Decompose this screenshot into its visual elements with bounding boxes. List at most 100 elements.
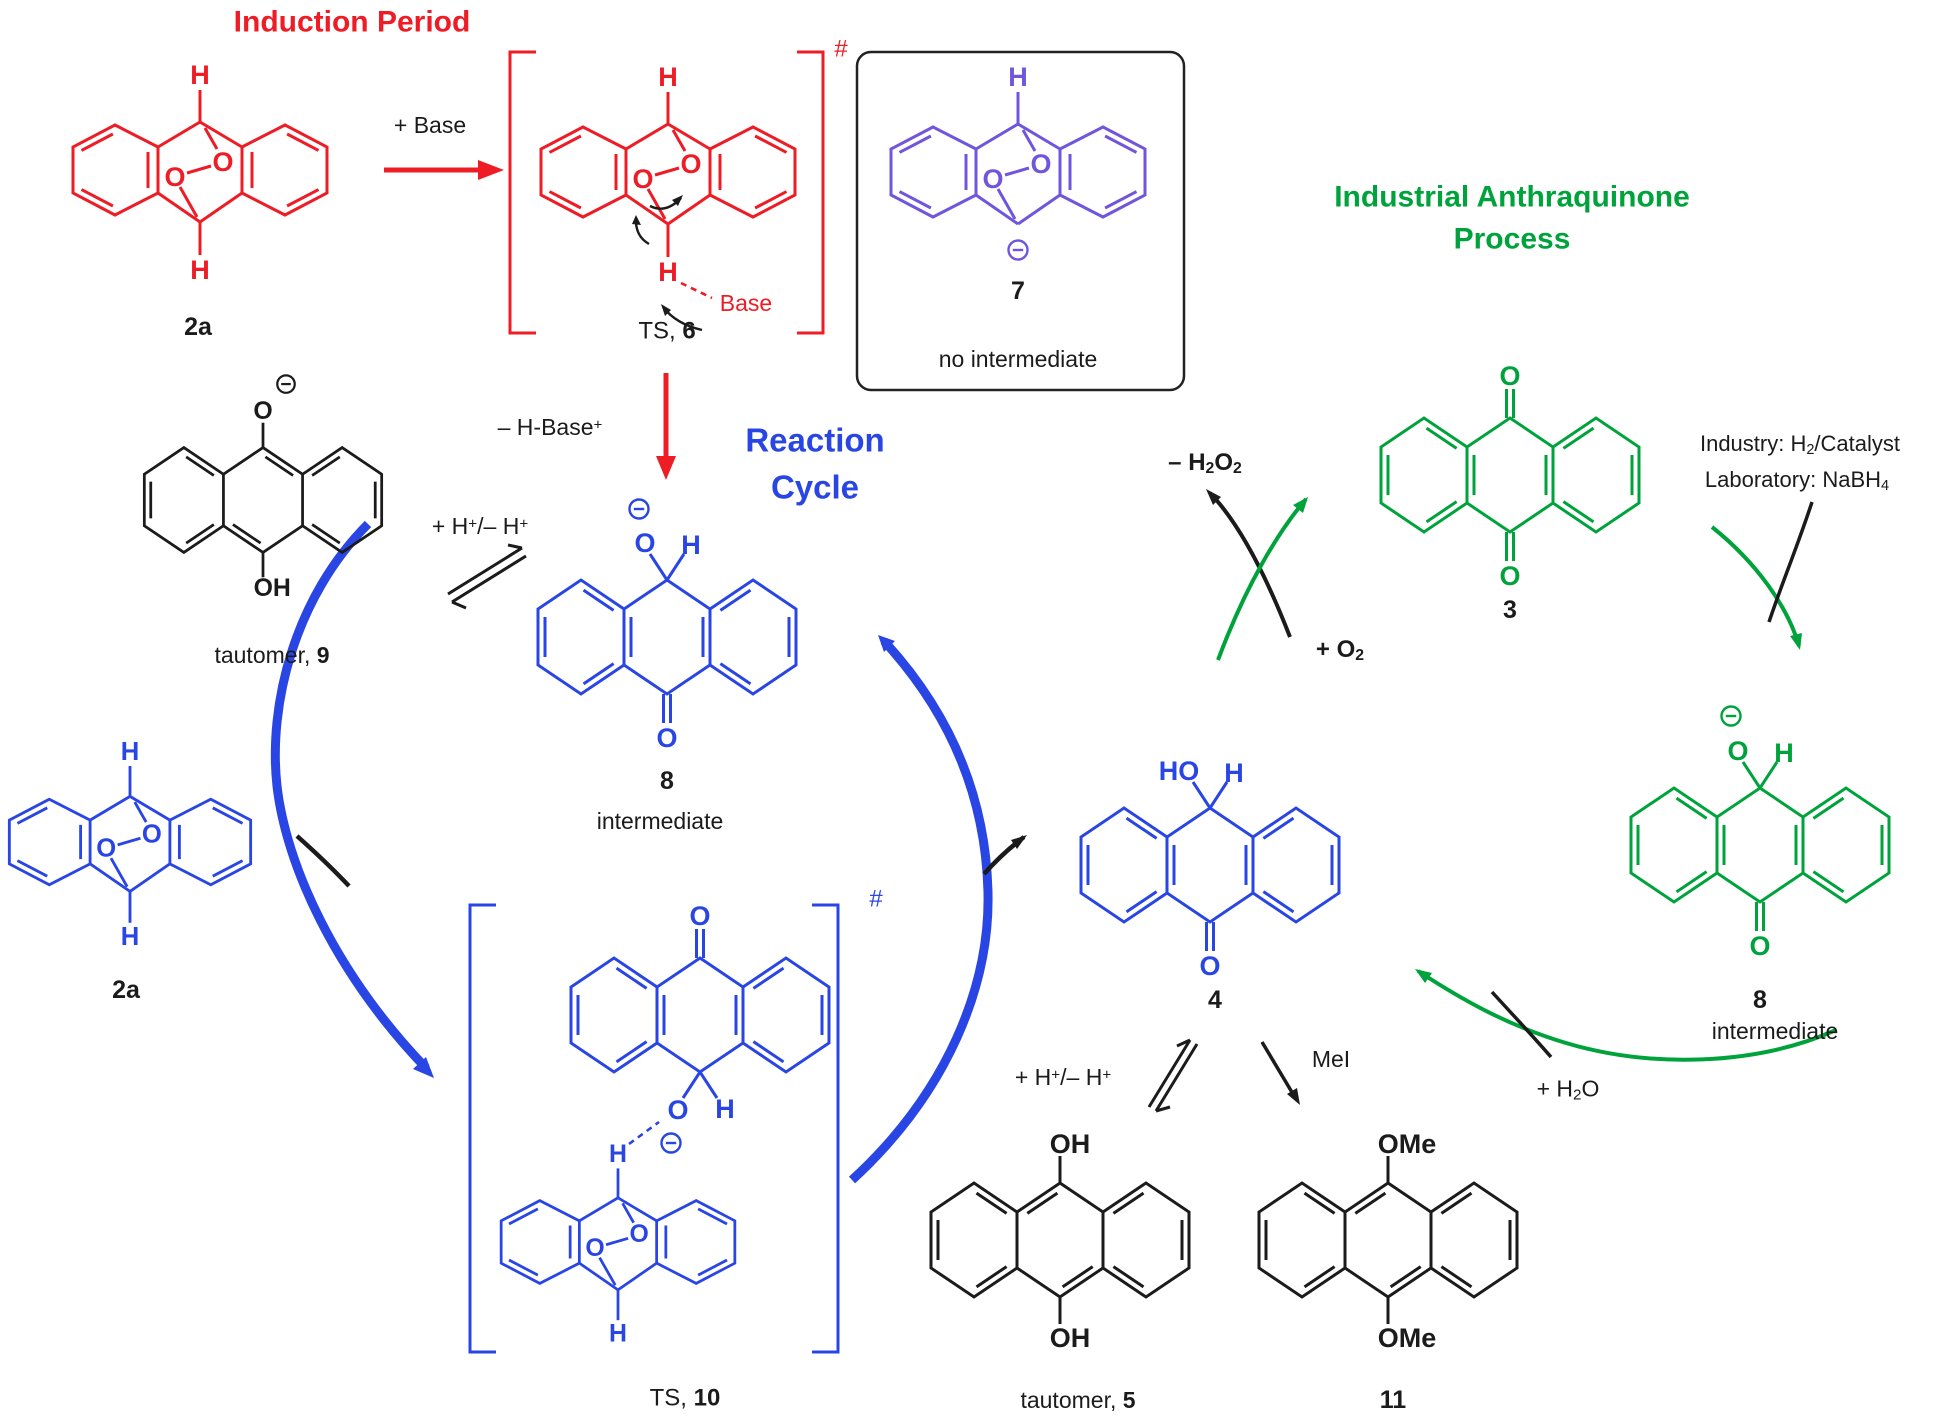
minus-charge-icon	[628, 498, 650, 520]
minus-charge-icon	[660, 1132, 682, 1154]
cycle-arc-left	[270, 520, 434, 1078]
atom-h-top: H	[1224, 758, 1244, 788]
structure-4: HO H O	[1079, 756, 1341, 981]
no-intermediate-box	[855, 50, 1186, 392]
atom-o-right: O	[212, 147, 233, 177]
atom-o-left: O	[164, 162, 185, 192]
atom-o-left: O	[982, 164, 1003, 194]
structure-8-green: O H O	[1629, 705, 1891, 961]
ts10-label: TS, 10	[649, 1384, 721, 1412]
atom-h-top: H	[190, 60, 210, 90]
atom-h-bottom: H	[609, 1321, 627, 1348]
hydrolysis-arrow	[1415, 969, 1837, 1062]
structure-anthraquinone-3: O O	[1379, 361, 1641, 591]
minus-charge-icon	[275, 373, 297, 395]
ts10-brackets	[468, 903, 840, 1354]
atom-o-bottom: O	[1749, 931, 1770, 961]
no-intermediate-label: no intermediate	[938, 345, 1098, 372]
atom-o-left: O	[585, 1235, 604, 1262]
mechanism-arrows	[632, 195, 703, 332]
atom-o-top: O	[634, 528, 655, 558]
atom-h-top: H	[121, 738, 140, 766]
atom-o-top: O	[253, 398, 272, 425]
atom-o-right: O	[1030, 149, 1051, 179]
h-equilibrium-label-left: + H+/– H+	[431, 512, 529, 539]
atom-o-right: O	[142, 820, 162, 848]
compound-label-2a-red: 2a	[184, 312, 212, 341]
minus-hbase-label: – H-Base+	[497, 413, 603, 440]
atom-ome-top: OMe	[1378, 1129, 1437, 1159]
structure-tautomer-9: O OH	[142, 373, 384, 602]
atom-h-top: H	[681, 530, 701, 560]
compound-label-8-blue: 8	[660, 766, 674, 795]
atom-oh-top: OH	[1050, 1129, 1091, 1159]
base-reaction-arrow	[384, 160, 504, 180]
atom-h-bottom: H	[658, 257, 678, 287]
atom-h-top: H	[609, 1141, 627, 1168]
atom-o-left: O	[632, 164, 653, 194]
atom-o-right: O	[630, 1221, 649, 1248]
atom-h-bottom: H	[715, 1094, 735, 1124]
reaction-cycle-title-2: Cycle	[770, 468, 860, 506]
compound-label-8-green: 8	[1753, 985, 1767, 1014]
ts6-brackets	[508, 50, 825, 335]
equilibrium-arrows-right	[1147, 1038, 1199, 1113]
hydrogenation-arrow	[1710, 501, 1814, 650]
structure-endoperoxide-2a-blue: H H O O	[7, 738, 253, 951]
equilibrium-arrows-left	[447, 543, 527, 610]
structure-tautomer-5: OH OH	[929, 1129, 1191, 1353]
structure-7-purple: H O O	[889, 62, 1147, 261]
h-base-dashed-bond	[680, 281, 713, 300]
ts10-dashed-hbond	[628, 1120, 660, 1146]
mei-arrow	[1260, 1041, 1300, 1105]
ts-prefix: TS,	[638, 317, 683, 345]
structure-endoperoxide-2a-red: H H O O	[71, 60, 329, 285]
compound-number-5: 5	[1122, 1386, 1136, 1413]
plus-base-label: + Base	[393, 111, 467, 138]
base-label: Base	[719, 289, 773, 316]
industry-label: Industry: H2/Catalyst	[1699, 431, 1901, 458]
structure-11: OMe OMe	[1257, 1129, 1519, 1353]
structure-ts10-endoperoxide: H H O O	[499, 1141, 737, 1348]
reaction-cycle-title-1: Reaction	[745, 421, 885, 459]
compound-label-3: 3	[1503, 595, 1517, 624]
atom-o-bottom: O	[656, 723, 677, 753]
2a-entry-arrow	[295, 834, 351, 888]
ts10-hash-label: #	[869, 885, 883, 913]
tautomer-9-label: tautomer, 9	[214, 641, 330, 668]
atom-o-left: O	[96, 835, 116, 863]
cycle-arc-right	[848, 635, 993, 1184]
atom-o-bottom: O	[1499, 561, 1520, 591]
atom-ome-bottom: OMe	[1378, 1323, 1437, 1353]
intermediate-label-blue: intermediate	[596, 807, 724, 834]
compound-label-2a-blue: 2a	[112, 975, 140, 1004]
compound-number-6: 6	[682, 317, 696, 345]
atom-o-bottom: O	[1199, 951, 1220, 981]
ts6-to-8-arrow	[656, 373, 676, 480]
atom-o-top: O	[1727, 736, 1748, 766]
atom-h-bottom: H	[190, 255, 210, 285]
tautomer-5-label: tautomer, 5	[1020, 1386, 1136, 1413]
intermediate-label-green: intermediate	[1711, 1017, 1839, 1044]
industrial-title-2: Process	[1453, 222, 1571, 256]
structure-8-blue: O H O	[536, 498, 798, 753]
h-equilibrium-label-right: + H+/– H+	[1014, 1063, 1112, 1090]
structure-ts6: H H O O	[539, 62, 797, 332]
minus-charge-icon	[1007, 239, 1029, 261]
compound-number-9: 9	[316, 641, 330, 668]
ts6-label: TS, 6	[638, 318, 695, 343]
atom-o-top: O	[689, 901, 710, 931]
ts6-hash-label: #	[834, 35, 848, 63]
industrial-title-1: Industrial Anthraquinone	[1334, 180, 1690, 214]
atom-o-right: O	[680, 149, 701, 179]
atom-oh-bottom: OH	[1050, 1323, 1091, 1353]
atom-o-bottom: O	[667, 1095, 688, 1125]
compound-number-10: 10	[693, 1384, 721, 1412]
atom-h-top: H	[1008, 62, 1028, 92]
compound-label-7: 7	[1011, 276, 1025, 305]
exit-to-4-arrow	[982, 835, 1027, 876]
atom-oh-bottom: OH	[254, 575, 291, 602]
compound-label-11: 11	[1379, 1385, 1407, 1414]
atom-ho-top: HO	[1159, 756, 1200, 786]
